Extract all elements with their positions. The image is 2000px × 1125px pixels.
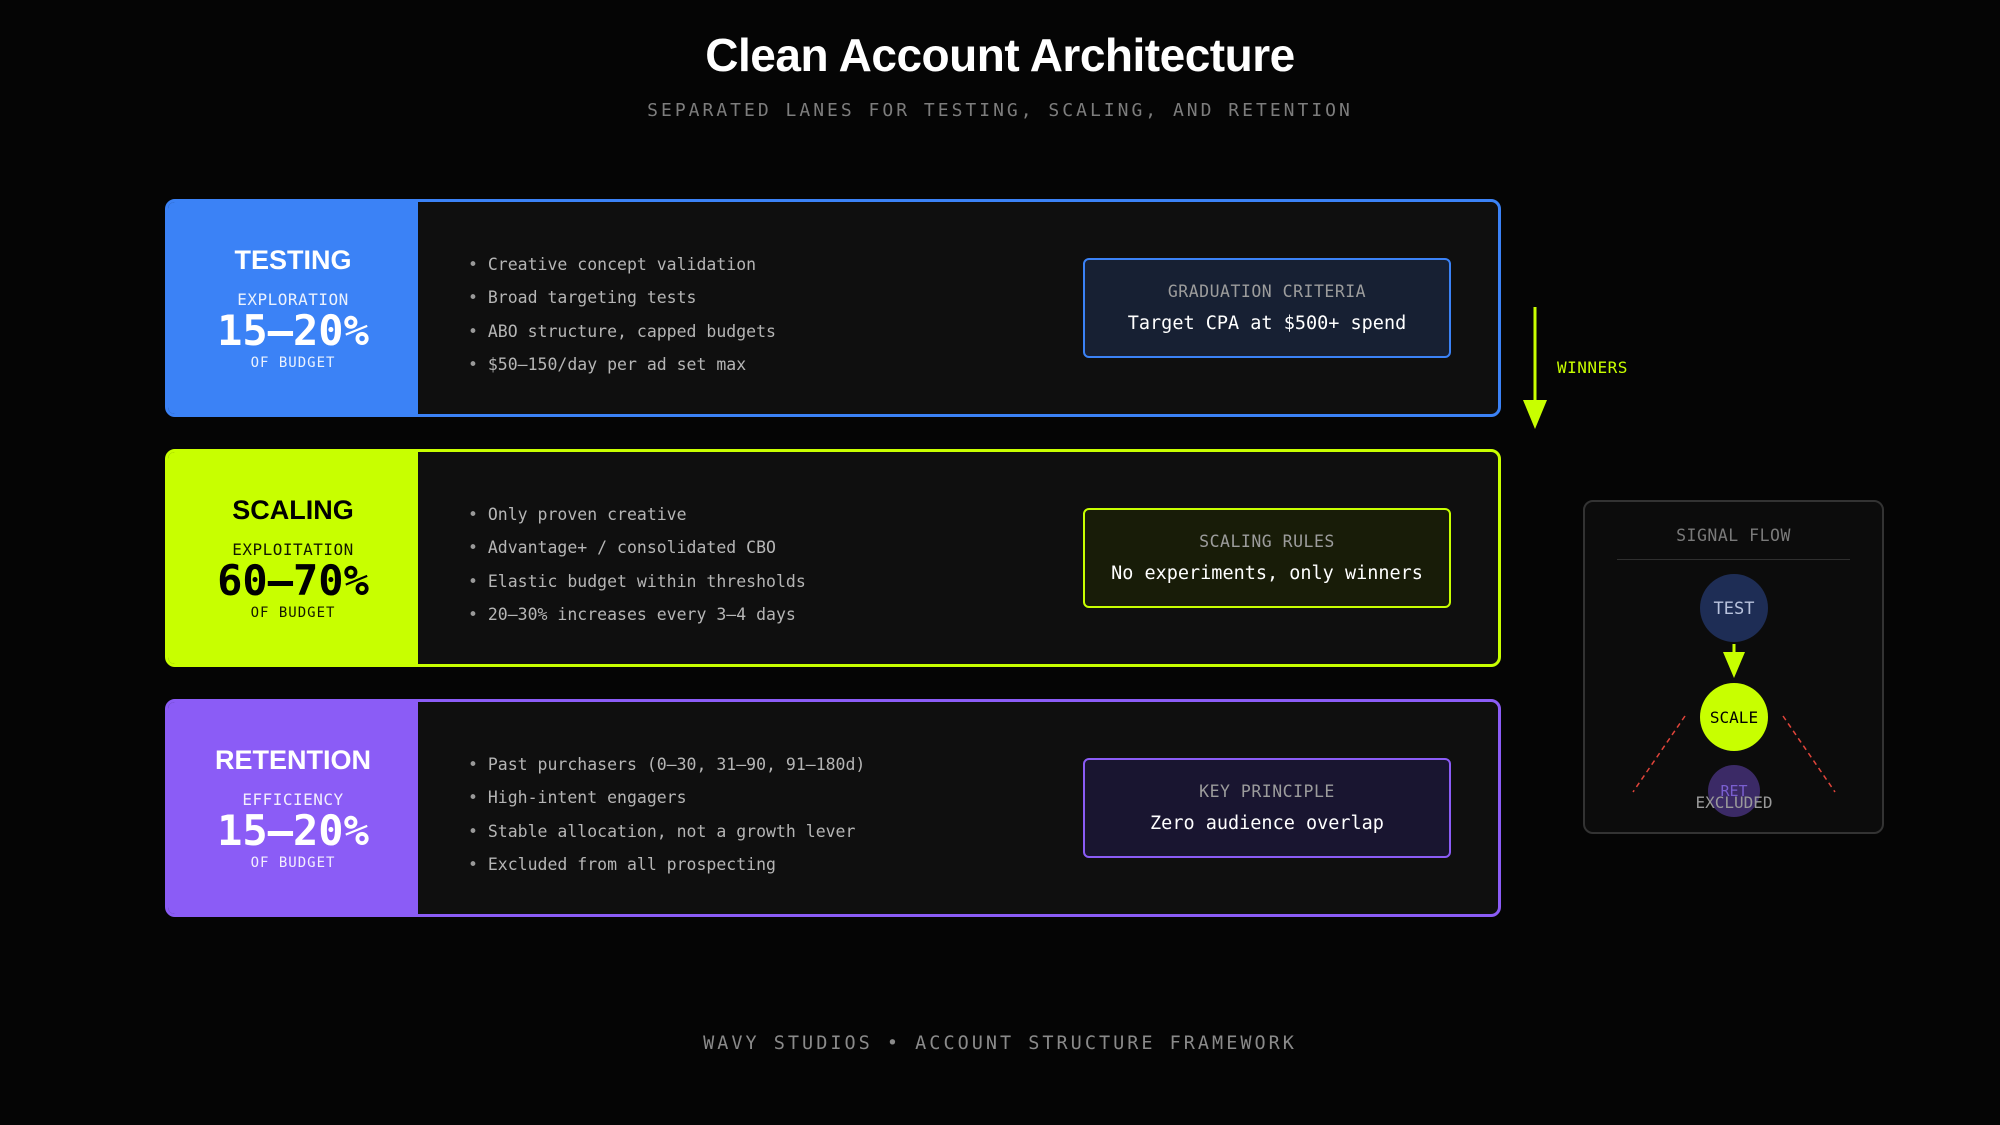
bullet-item: Creative concept validation	[468, 248, 776, 281]
callout-body: No experiments, only winners	[1111, 563, 1423, 584]
lane-mode: EXPLOITATION	[232, 539, 354, 559]
bullet-item: Advantage+ / consolidated CBO	[468, 531, 806, 564]
callout-title: KEY PRINCIPLE	[1199, 782, 1335, 801]
signal-flow-panel: TEST SCALE RET EXCLUDED SIGNAL FLOW	[1583, 500, 1884, 834]
lane-mode: EXPLORATION	[237, 289, 349, 309]
lane-budget-percent: 60–70%	[217, 555, 369, 605]
lane-budget-unit: OF BUDGET	[250, 855, 336, 872]
bullet-item: Broad targeting tests	[468, 281, 776, 314]
ret-node	[1708, 765, 1760, 817]
scale-node	[1700, 683, 1768, 751]
test-node	[1700, 574, 1768, 642]
winners-arrow-icon	[1523, 307, 1547, 429]
bullet-item: Stable allocation, not a growth lever	[468, 815, 865, 848]
lane-retention: RETENTION EFFICIENCY 15–20% OF BUDGET Pa…	[165, 699, 1501, 917]
lane-testing: TESTING EXPLORATION 15–20% OF BUDGET Cre…	[165, 199, 1501, 417]
lane-scaling-label-panel: SCALING EXPLOITATION 60–70% OF BUDGET	[168, 452, 418, 664]
lane-retention-label-panel: RETENTION EFFICIENCY 15–20% OF BUDGET	[168, 702, 418, 914]
lane-name: SCALING	[232, 494, 354, 525]
page-title: Clean Account Architecture	[705, 29, 1295, 81]
bullet-item: Elastic budget within thresholds	[468, 565, 806, 598]
excluded-line-left	[1632, 715, 1686, 793]
bullet-item: Past purchasers (0–30, 31–90, 91–180d)	[468, 748, 866, 781]
callout-title: GRADUATION CRITERIA	[1167, 282, 1367, 301]
signal-flow-diagram: TEST SCALE RET EXCLUDED	[1632, 574, 1836, 817]
page-subtitle: SEPARATED LANES FOR TESTING, SCALING, AN…	[647, 100, 1353, 121]
lane-budget-percent: 15–20%	[217, 805, 369, 855]
lane-bullet-list: Only proven creative Advantage+ / consol…	[468, 498, 806, 632]
lane-budget-unit: OF BUDGET	[250, 355, 336, 372]
lane-budget-unit: OF BUDGET	[250, 605, 336, 622]
excluded-label: EXCLUDED	[1695, 793, 1772, 812]
bullet-item: Only proven creative	[468, 498, 806, 531]
lane-name: TESTING	[234, 244, 352, 275]
ret-node-label: RET	[1720, 782, 1747, 800]
bullet-item: 20–30% increases every 3–4 days	[468, 598, 806, 631]
lane-testing-label-panel: TESTING EXPLORATION 15–20% OF BUDGET	[168, 202, 418, 414]
lane-bullet-list: Past purchasers (0–30, 31–90, 91–180d) H…	[468, 748, 866, 882]
scaling-rules-callout: SCALING RULES No experiments, only winne…	[1083, 508, 1451, 608]
signal-flow-title: SIGNAL FLOW	[1676, 526, 1791, 545]
bullet-item: High-intent engagers	[468, 781, 865, 814]
footer: WAVY STUDIOS • ACCOUNT STRUCTURE FRAMEWO…	[703, 1033, 1297, 1054]
lane-mode: EFFICIENCY	[242, 789, 344, 809]
bullet-item: ABO structure, capped budgets	[468, 315, 776, 348]
lane-budget-percent: 15–20%	[217, 305, 369, 355]
bullet-item: $50–150/day per ad set max	[468, 348, 776, 381]
lane-name: RETENTION	[214, 744, 371, 775]
flow-arrow-head-icon	[1723, 652, 1745, 678]
callout-body: Target CPA at $500+ spend	[1127, 313, 1407, 334]
bullet-item: Excluded from all prospecting	[468, 848, 865, 881]
lane-scaling: SCALING EXPLOITATION 60–70% OF BUDGET On…	[165, 449, 1501, 667]
test-node-label: TEST	[1714, 599, 1755, 619]
scale-node-label: SCALE	[1710, 708, 1758, 727]
winners-label: WINNERS	[1557, 358, 1628, 377]
lane-bullet-list: Creative concept validation Broad target…	[468, 248, 776, 382]
signal-flow-divider	[1617, 559, 1850, 560]
callout-body: Zero audience overlap	[1150, 813, 1384, 834]
excluded-line-right	[1782, 715, 1836, 793]
callout-title: SCALING RULES	[1199, 532, 1335, 551]
key-principle-callout: KEY PRINCIPLE Zero audience overlap	[1083, 758, 1451, 858]
graduation-criteria-callout: GRADUATION CRITERIA Target CPA at $500+ …	[1083, 258, 1451, 358]
